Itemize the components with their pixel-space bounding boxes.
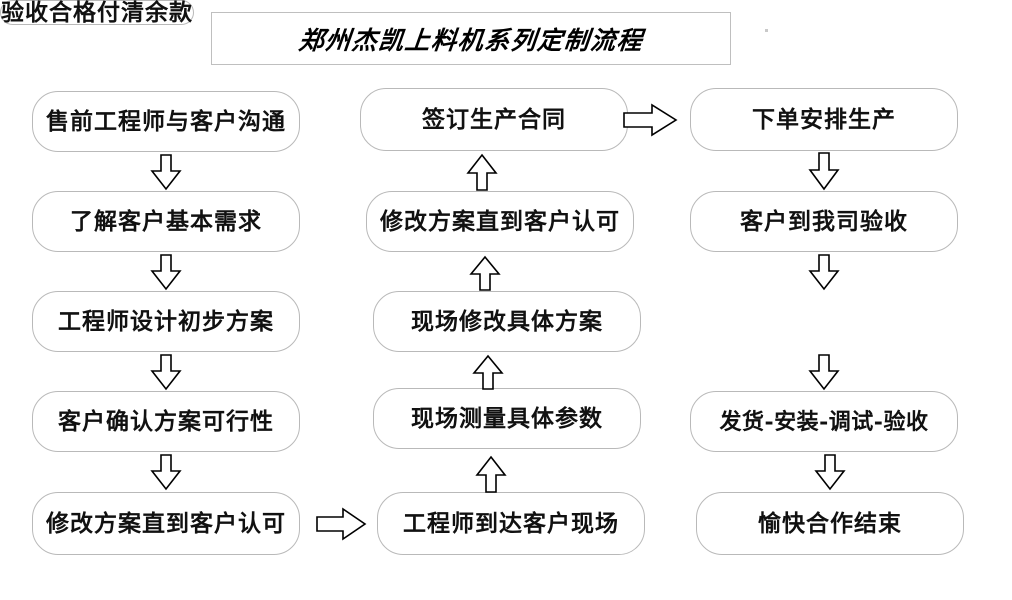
node-label: 验收合格付清余款 [1,0,193,26]
arrow-up-icon [467,255,503,291]
node-label: 客户确认方案可行性 [58,408,274,435]
node-label: 下单安排生产 [752,106,896,133]
arrow-down-icon [806,354,842,391]
node-label: 发货-安装-调试-验收 [719,408,929,435]
arrow-down-icon [148,254,184,291]
node-pay-balance-after-acceptance[interactable]: 验收合格付清余款 [0,0,194,25]
arrow-right-icon [623,103,678,137]
node-customer-confirm-feasibility[interactable]: 客户确认方案可行性 [32,391,300,452]
node-label: 了解客户基本需求 [70,208,262,235]
diagram-title-box: 郑州杰凯上料机系列定制流程 [211,12,731,65]
node-happy-cooperation-end[interactable]: 愉快合作结束 [696,492,964,555]
node-customer-inspection-at-factory[interactable]: 客户到我司验收 [690,191,958,252]
node-revise-until-approved-left[interactable]: 修改方案直到客户认可 [32,492,300,555]
arrow-up-icon [464,153,500,191]
node-onsite-measure-parameters[interactable]: 现场测量具体参数 [373,388,641,449]
node-place-order-arrange-production[interactable]: 下单安排生产 [690,88,958,151]
node-label: 售前工程师与客户沟通 [46,108,286,135]
node-label: 工程师到达客户现场 [403,510,619,537]
arrow-right-icon [316,507,367,541]
arrow-down-icon [148,354,184,391]
node-engineer-initial-design[interactable]: 工程师设计初步方案 [32,291,300,352]
node-label: 现场修改具体方案 [411,308,603,335]
node-sign-production-contract[interactable]: 签订生产合同 [360,88,628,151]
node-label: 工程师设计初步方案 [58,308,274,335]
node-label: 现场测量具体参数 [411,405,603,432]
arrow-down-icon [806,254,842,291]
node-label: 愉快合作结束 [758,510,902,537]
arrow-down-icon [806,152,842,191]
arrow-down-icon [148,154,184,191]
stray-artifact-dot [765,29,768,32]
node-onsite-revise-plan[interactable]: 现场修改具体方案 [373,291,641,352]
node-label: 客户到我司验收 [740,208,908,235]
node-label: 修改方案直到客户认可 [46,510,286,537]
node-understand-requirements[interactable]: 了解客户基本需求 [32,191,300,252]
arrow-up-icon [470,354,506,390]
node-ship-install-debug-accept[interactable]: 发货-安装-调试-验收 [690,391,958,452]
node-label: 签订生产合同 [422,106,566,133]
arrow-down-icon [148,454,184,491]
diagram-title: 郑州杰凯上料机系列定制流程 [297,25,645,55]
node-pre-sales-communication[interactable]: 售前工程师与客户沟通 [32,91,300,152]
arrow-down-icon [812,454,848,491]
node-engineer-arrive-onsite[interactable]: 工程师到达客户现场 [377,492,645,555]
node-revise-until-approved-middle[interactable]: 修改方案直到客户认可 [366,191,634,252]
node-label: 修改方案直到客户认可 [380,208,620,235]
arrow-up-icon [473,455,509,493]
